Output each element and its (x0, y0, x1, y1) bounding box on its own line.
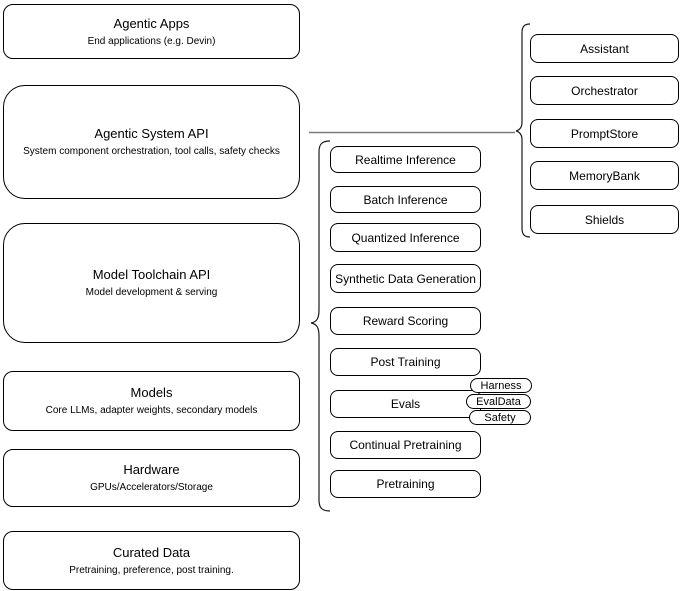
eval-tag-label: EvalData (476, 395, 521, 408)
component-memorybank: MemoryBank (530, 161, 679, 190)
curated-data-title: Curated Data (112, 544, 191, 560)
toolchain-item-batch-inference: Batch Inference (330, 186, 481, 213)
model-toolchain-api-subtitle: Model development & serving (85, 287, 218, 298)
model-toolchain-api-box: Model Toolchain API Model development & … (3, 223, 300, 343)
component-label: MemoryBank (569, 168, 640, 183)
toolchain-item-label: Quantized Inference (351, 230, 460, 245)
component-assistant: Assistant (530, 34, 679, 63)
components-brace (515, 23, 531, 238)
toolchain-item-label: Pretraining (376, 477, 435, 491)
toolchain-item-label: Realtime Inference (355, 152, 456, 167)
component-promptstore: PromptStore (530, 119, 679, 148)
eval-tag-label: Safety (484, 411, 516, 424)
models-title: Models (130, 385, 173, 400)
models-subtitle: Core LLMs, adapter weights, secondary mo… (45, 405, 258, 416)
component-shields: Shields (530, 205, 679, 234)
toolchain-item-label: Post Training (370, 355, 441, 369)
toolchain-item-evals: Evals (330, 390, 481, 418)
agentic-apps-box: Agentic Apps End applications (e.g. Devi… (3, 4, 300, 59)
toolchain-item-label: Synthetic Data Generation (335, 271, 476, 286)
toolchain-item-continual-pretraining: Continual Pretraining (330, 431, 481, 459)
agentic-apps-subtitle: End applications (e.g. Devin) (87, 35, 216, 47)
component-label: Orchestrator (571, 83, 638, 98)
agentic-system-api-subtitle: System component orchestration, tool cal… (23, 146, 280, 157)
toolchain-item-quantized-inference: Quantized Inference (330, 223, 481, 252)
curated-data-box: Curated Data Pretraining, preference, po… (3, 531, 300, 590)
eval-tag-safety: Safety (469, 410, 531, 425)
agentic-system-api-box: Agentic System API System component orch… (3, 85, 300, 199)
eval-tag-evaldata: EvalData (466, 394, 531, 409)
hardware-subtitle: GPUs/Accelerators/Storage (90, 482, 213, 493)
component-label: Shields (584, 212, 625, 227)
agentic-system-api-title: Agentic System API (94, 126, 209, 141)
toolchain-item-reward-scoring: Reward Scoring (330, 307, 481, 335)
toolchain-item-label: Evals (390, 397, 421, 411)
component-label: PromptStore (570, 126, 639, 141)
component-orchestrator: Orchestrator (530, 76, 679, 105)
hardware-title: Hardware (123, 462, 180, 477)
model-toolchain-api-title: Model Toolchain API (92, 267, 211, 282)
toolchain-item-label: Reward Scoring (362, 314, 449, 328)
toolchain-item-label: Continual Pretraining (349, 438, 462, 452)
agentic-apps-title: Agentic Apps (113, 15, 190, 31)
toolchain-item-pretraining: Pretraining (330, 470, 481, 498)
toolchain-item-label: Batch Inference (363, 192, 448, 207)
toolchain-item-post-training: Post Training (330, 348, 481, 376)
toolchain-item-synthetic-data-generation: Synthetic Data Generation (330, 264, 481, 293)
toolchain-item-realtime-inference: Realtime Inference (330, 146, 481, 173)
eval-tag-label: Harness (480, 379, 522, 392)
models-box: Models Core LLMs, adapter weights, secon… (3, 371, 300, 431)
component-label: Assistant (580, 41, 629, 56)
hardware-box: Hardware GPUs/Accelerators/Storage (3, 449, 300, 507)
curated-data-subtitle: Pretraining, preference, post training. (69, 564, 234, 576)
toolchain-brace (310, 140, 331, 512)
eval-tag-harness: Harness (470, 378, 532, 393)
